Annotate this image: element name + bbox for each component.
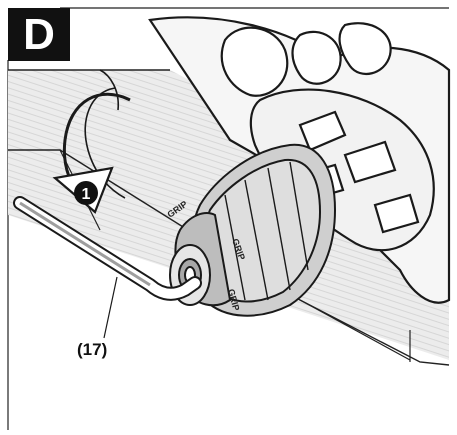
hex-key [13,196,202,301]
step-1-number: 1 [82,186,91,203]
rotation-arrow [52,69,131,214]
step-1-marker [74,181,98,205]
label-leader-line [103,276,118,339]
panel-letter-badge: D [8,8,70,61]
part-number-label: (17) [77,340,108,359]
